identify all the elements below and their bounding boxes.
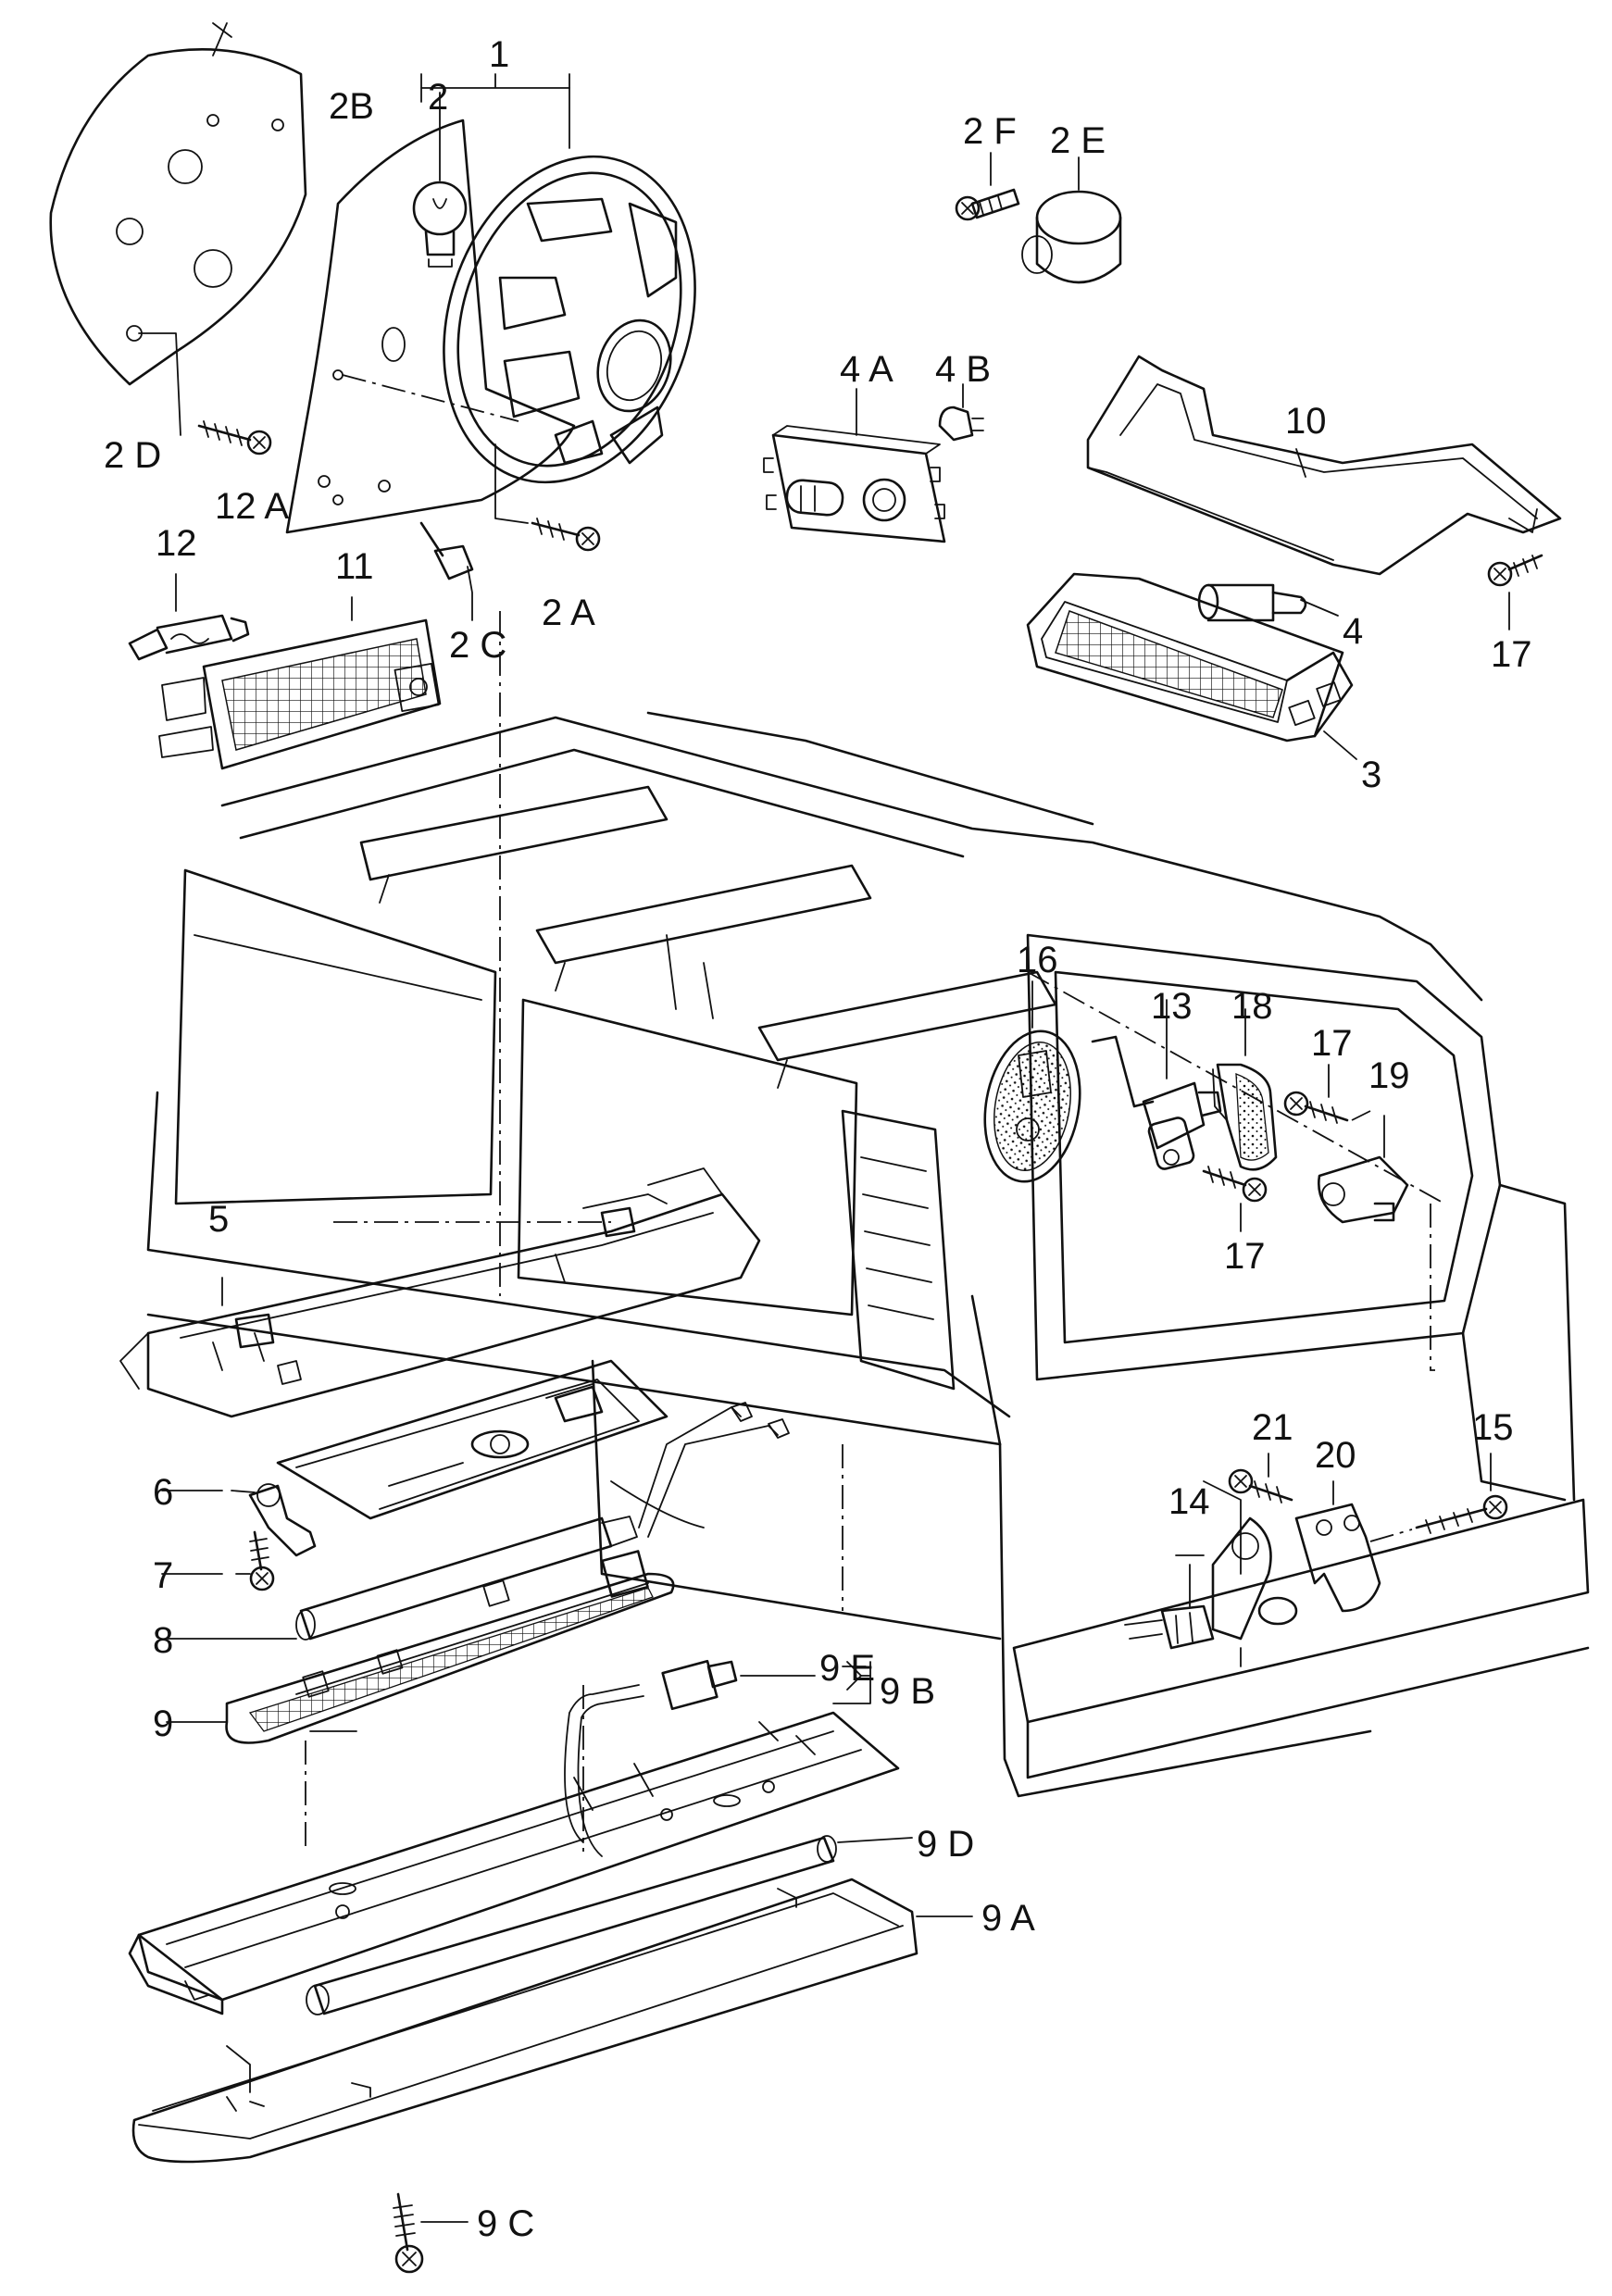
leader-lines [305,611,1445,1852]
label-4a: 4 A [840,349,893,390]
label-19: 19 [1368,1055,1410,1096]
label-2f: 2 F [963,111,1017,152]
part-4a-switch-panel [763,388,946,543]
label-9: 9 [153,1703,173,1744]
bulb-4b [938,383,984,442]
screw-17-middle [1202,1166,1268,1232]
label-10: 10 [1285,401,1327,442]
part-10-housing [1086,355,1562,576]
tube-8 [295,1402,790,1641]
rivet-2c [419,521,474,621]
label-4b: 4 B [935,349,991,390]
label-4: 4 [1343,611,1363,652]
label-18: 18 [1231,986,1273,1027]
part-9-lens [225,1572,675,1744]
label-3: 3 [1361,755,1381,795]
label-17-top: 17 [1491,634,1532,675]
screw-17-top [1487,554,1543,630]
label-1: 1 [489,34,509,75]
part-1-lamp-cover [420,73,696,484]
part-13-switch [1091,999,1222,1170]
part-11-side-light [158,596,442,770]
screw-12a [197,420,272,455]
label-2b: 2B [329,86,374,127]
label-21: 21 [1252,1407,1293,1448]
part-2d-cover [49,22,307,436]
label-13: 13 [1151,986,1193,1027]
part-2e-cap [1021,156,1122,284]
label-6: 6 [153,1472,173,1513]
label-9a: 9 A [981,1898,1035,1939]
screw-2a [494,443,601,552]
part-14 [1124,1554,1215,1650]
part-2f-screw [955,152,1020,221]
label-11: 11 [335,546,374,587]
label-12a: 12 A [215,486,289,527]
part-3-lamp [1026,572,1357,760]
label-20: 20 [1315,1435,1356,1476]
label-17-right: 17 [1311,1023,1353,1064]
label-leaders [161,1490,867,1732]
label-9e: 9 E [819,1648,875,1689]
vehicle-outline [146,711,1590,1798]
callout-labels: 1 2 2B 2 D 12 A 2 A 2 C 12 11 2 F 2 E 4 … [104,34,1532,2244]
screw-15 [1369,1453,1508,1542]
label-12: 12 [156,523,197,564]
label-2a: 2 A [542,593,595,633]
label-15: 15 [1472,1407,1514,1448]
label-7: 7 [153,1555,173,1596]
bulb-4 [1197,583,1339,622]
part-19 [1317,1115,1409,1224]
part-9b-housing [128,1659,900,2015]
part-16 [983,980,1081,1183]
part-2b-bracket [285,119,576,534]
label-9b: 9 B [880,1671,935,1712]
label-8: 8 [153,1620,173,1661]
label-14: 14 [1168,1481,1210,1522]
part-6-bracket [231,1359,669,1557]
label-5: 5 [208,1199,229,1240]
screw-9c [393,2192,469,2274]
screw-21 [1228,1453,1293,1504]
part-9a-lens-housing [131,1878,973,2164]
label-2: 2 [428,77,448,118]
screw-7 [235,1530,275,1591]
bulb-2 [412,92,468,268]
part-18 [1212,1008,1278,1171]
label-2e: 2 E [1050,120,1106,161]
label-2c: 2 C [449,625,506,666]
label-2d: 2 D [104,435,161,476]
label-9d: 9 D [917,1824,974,1865]
part-5-lamp-base [119,1167,761,1418]
screw-17-right [1283,1064,1371,1124]
label-16: 16 [1017,940,1058,980]
part-20-bracket [1211,1480,1381,1641]
tube-9d [306,1835,913,2015]
bulb-12 [128,573,250,661]
label-17-middle: 17 [1224,1236,1266,1277]
label-9c: 9 C [477,2203,534,2244]
